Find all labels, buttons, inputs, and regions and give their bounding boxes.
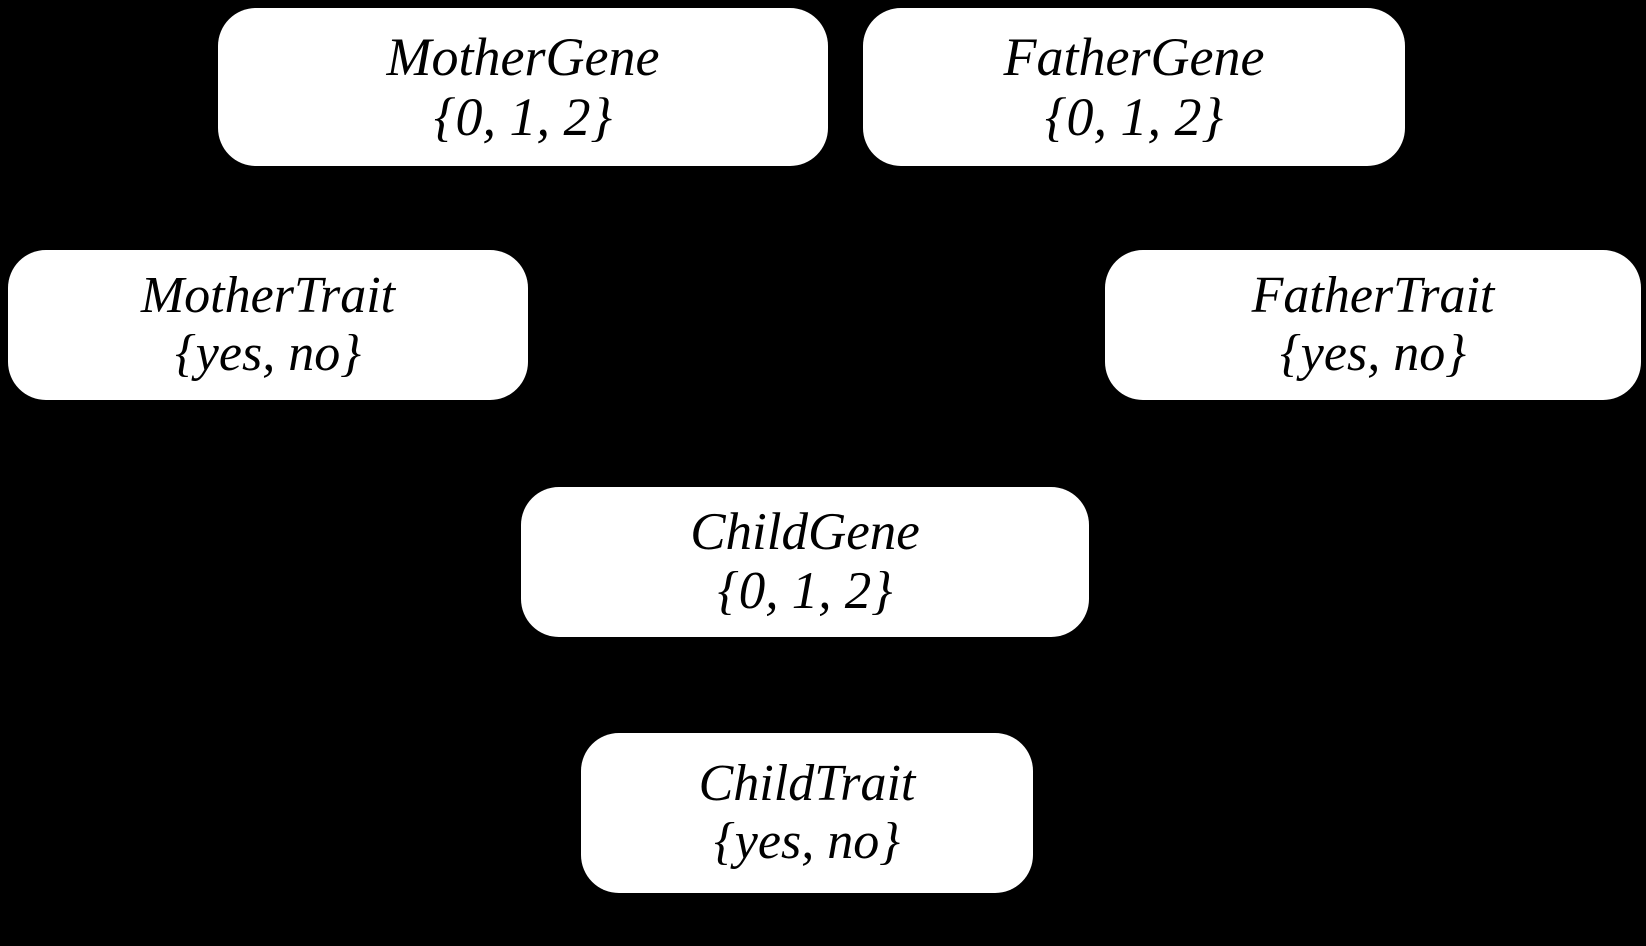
node-mother-trait-label: MotherTrait (140, 266, 396, 324)
node-father-trait-label: FatherTrait (1251, 266, 1495, 324)
node-mother-trait-domain: {yes, no} (175, 325, 361, 382)
node-child-trait[interactable]: ChildTrait {yes, no} (581, 733, 1033, 893)
node-father-trait[interactable]: FatherTrait {yes, no} (1105, 250, 1641, 400)
node-child-gene-label: ChildGene (690, 502, 920, 561)
node-mother-gene[interactable]: MotherGene {0, 1, 2} (218, 8, 828, 166)
node-mother-gene-domain: {0, 1, 2} (433, 87, 613, 147)
node-father-gene-domain: {0, 1, 2} (1044, 87, 1224, 147)
node-mother-trait[interactable]: MotherTrait {yes, no} (8, 250, 528, 400)
node-child-gene-domain: {0, 1, 2} (717, 562, 893, 620)
node-child-trait-label: ChildTrait (698, 754, 916, 812)
node-child-trait-domain: {yes, no} (714, 813, 900, 870)
node-father-gene[interactable]: FatherGene {0, 1, 2} (863, 8, 1405, 166)
node-father-gene-label: FatherGene (1003, 26, 1265, 87)
node-mother-gene-label: MotherGene (386, 26, 660, 87)
node-child-gene[interactable]: ChildGene {0, 1, 2} (521, 487, 1089, 637)
node-father-trait-domain: {yes, no} (1280, 325, 1466, 382)
